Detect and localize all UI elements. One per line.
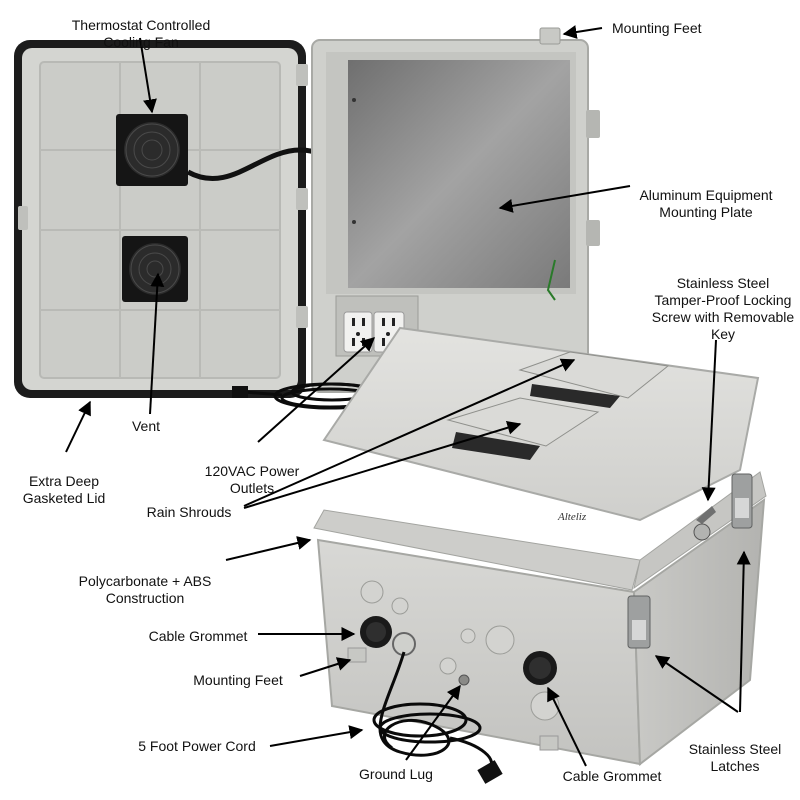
label-mounting-feet-top: Mounting Feet xyxy=(612,20,702,36)
latch-icon xyxy=(627,473,753,649)
aluminum-plate xyxy=(348,60,570,288)
label-power-cord: 5 Foot Power Cord xyxy=(138,738,256,754)
callout-arrows xyxy=(65,25,751,767)
open-enclosure xyxy=(311,27,600,393)
label-ground-lug: Ground Lug xyxy=(359,766,433,782)
closed-enclosure xyxy=(313,326,767,766)
fan-icon xyxy=(116,114,188,186)
open-lid xyxy=(14,40,308,398)
mounting-foot-bottom xyxy=(347,647,367,663)
label-vent: Vent xyxy=(131,418,161,434)
locking-screw-icon xyxy=(693,506,716,541)
label-cable-grommet-right: Cable Grommet xyxy=(562,768,662,784)
vent-icon xyxy=(122,236,188,302)
ground-lug xyxy=(458,674,470,686)
brand-logo: Alteliz xyxy=(557,511,587,523)
label-mounting-feet-bottom: Mounting Feet xyxy=(193,672,283,688)
label-rain-shrouds: Rain Shrouds xyxy=(146,504,232,520)
power-cord-coil-bottom xyxy=(372,651,493,772)
label-cable-grommet-left: Cable Grommet xyxy=(148,628,248,644)
mounting-foot-top xyxy=(539,27,561,45)
rain-shroud-icon xyxy=(446,351,670,460)
